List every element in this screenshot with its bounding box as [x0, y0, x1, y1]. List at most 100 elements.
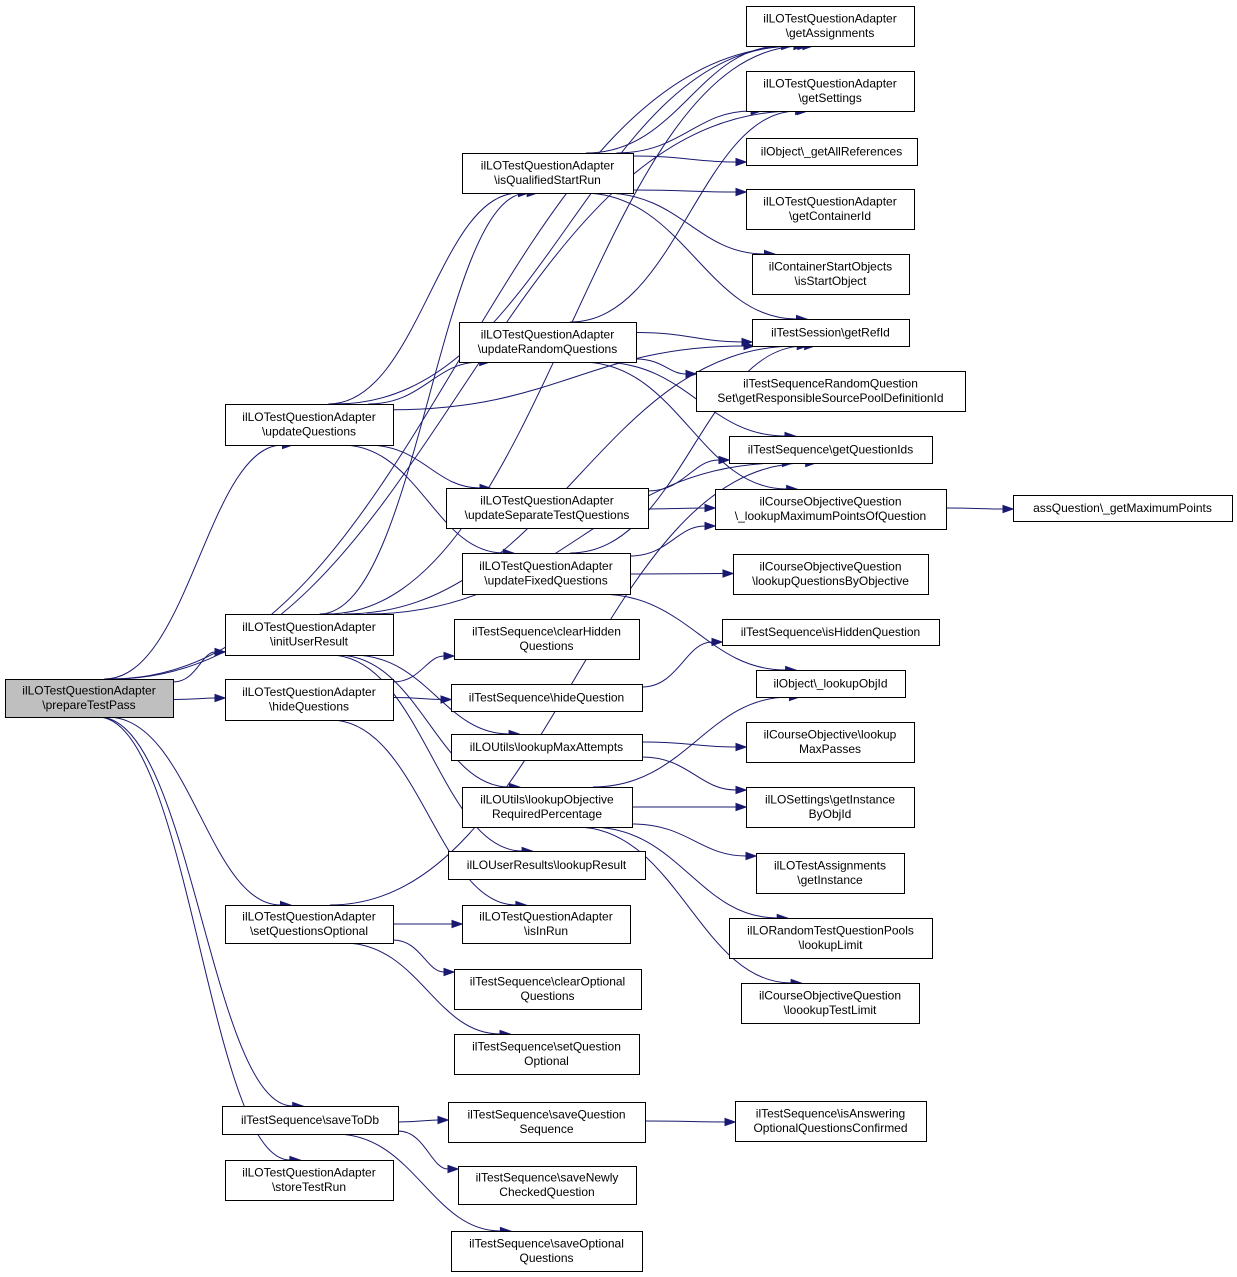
node-label-line: \hideQuestions: [269, 700, 349, 714]
function-node[interactable]: ilLOTestQuestionAdapter\getAssignments: [746, 6, 915, 47]
function-node[interactable]: ilLOUtils\lookupMaxAttempts: [451, 734, 643, 761]
function-node[interactable]: ilLOUtils\lookupObjectiveRequiredPercent…: [462, 787, 633, 828]
edge-line: [629, 525, 706, 557]
node-box: [448, 1102, 646, 1143]
node-label-line: Optional: [524, 1054, 569, 1068]
function-node[interactable]: ilTestSequence\isAnsweringOptionalQuesti…: [735, 1101, 927, 1142]
function-node[interactable]: ilContainerStartObjects\isStartObject: [752, 254, 910, 295]
function-node[interactable]: ilLOTestQuestionAdapter\updateRandomQues…: [459, 322, 637, 363]
function-node[interactable]: ilTestSequence\getQuestionIds: [729, 436, 933, 464]
node-box: [225, 905, 394, 944]
node-box: [752, 319, 910, 347]
node-label-line: ilTestSequenceRandomQuestion: [743, 377, 918, 391]
edge-line: [172, 651, 216, 683]
node-box: [756, 853, 905, 894]
call-edge-n4-to-n17: [392, 939, 456, 977]
node-label-line: ilCourseObjectiveQuestion: [759, 495, 901, 509]
node-label-line: CheckedQuestion: [499, 1185, 594, 1199]
arrowhead-icon: [735, 157, 748, 167]
function-node[interactable]: ilLOTestQuestionAdapter\initUserResult: [225, 614, 394, 656]
node-box: [746, 6, 915, 47]
function-node[interactable]: ilTestSequence\saveToDb: [222, 1106, 399, 1135]
arrowhead-icon: [735, 187, 748, 197]
function-node[interactable]: ilTestSequence\hideQuestion: [451, 684, 643, 712]
node-label-line: Set\getResponsibleSourcePoolDefinitionId: [717, 391, 943, 405]
node-box: [735, 1101, 927, 1142]
node-box: [225, 1160, 394, 1201]
node-label-line: ilLOUtils\lookupObjective: [480, 793, 614, 807]
edge-line: [330, 719, 516, 906]
function-node[interactable]: ilLOTestQuestionAdapter\isInRun: [462, 905, 631, 944]
node-label-line: ilTestSequence\saveQuestion: [467, 1108, 625, 1122]
function-node[interactable]: ilLOTestQuestionAdapter\storeTestRun: [225, 1160, 394, 1201]
node-label-line: ilLOTestQuestionAdapter: [763, 195, 896, 209]
function-node[interactable]: ilLOTestQuestionAdapter\setQuestionsOpti…: [225, 905, 394, 944]
function-node[interactable]: ilLOTestQuestionAdapter\hideQuestions: [225, 679, 394, 721]
function-node[interactable]: ilLOUserResults\lookupResult: [448, 851, 646, 880]
function-node[interactable]: ilCourseObjectiveQuestion\lookupQuestion…: [733, 554, 929, 595]
function-node[interactable]: ilObject\_getAllReferences: [746, 138, 918, 166]
node-label-line: \updateFixedQuestions: [484, 574, 607, 588]
edge-line: [945, 507, 1004, 510]
node-box: [696, 371, 966, 412]
node-label-line: RequiredPercentage: [492, 807, 602, 821]
node-label-line: \isQualifiedStartRun: [494, 173, 601, 187]
node-label-line: \storeTestRun: [272, 1180, 346, 1194]
node-label-line: ilLOTestQuestionAdapter: [480, 494, 613, 508]
node-label-line: ilTestSequence\clearHidden: [472, 625, 621, 639]
edge-line: [641, 641, 713, 688]
node-label-line: ilLOUtils\lookupMaxAttempts: [470, 740, 623, 754]
node-box: [733, 554, 929, 595]
function-node[interactable]: ilTestSequenceRandomQuestionSet\getRespo…: [696, 371, 966, 412]
function-node[interactable]: ilLOTestQuestionAdapter\getContainerId: [746, 189, 915, 230]
arrowhead-icon: [685, 369, 698, 379]
edge-line: [629, 573, 724, 575]
node-label-line: ilLOTestQuestionAdapter: [479, 559, 612, 573]
function-node[interactable]: ilLOTestQuestionAdapter\isQualifiedStart…: [462, 153, 634, 194]
node-label-line: \prepareTestPass: [42, 698, 135, 712]
function-node[interactable]: ilLOTestQuestionAdapter\updateQuestions: [225, 404, 394, 446]
call-edge-n10-to-n30: [629, 521, 717, 557]
edge-line: [570, 345, 805, 554]
function-node[interactable]: ilLOTestQuestionAdapter\getSettings: [746, 71, 915, 112]
function-node[interactable]: ilLOTestQuestionAdapter\updateSeparateTe…: [446, 488, 649, 529]
edge-line: [112, 110, 796, 680]
node-box: [451, 684, 643, 712]
node-box: [741, 983, 920, 1024]
root-function-node[interactable]: ilLOTestQuestionAdapter\prepareTestPass: [5, 679, 174, 718]
node-label-line: ilLOUserResults\lookupResult: [467, 858, 627, 872]
function-node[interactable]: ilTestSession\getRefId: [752, 319, 910, 347]
edge-line: [616, 110, 752, 154]
function-node[interactable]: ilLORandomTestQuestionPools\lookupLimit: [729, 918, 933, 959]
function-node[interactable]: ilTestSequence\isHiddenQuestion: [722, 619, 940, 646]
function-node[interactable]: ilCourseObjectiveQuestion\_lookupMaximum…: [715, 489, 947, 530]
edge-line: [635, 358, 687, 375]
edge-line: [97, 716, 290, 1161]
node-label-line: ilTestSequence\getQuestionIds: [748, 442, 913, 456]
edge-line: [335, 45, 794, 405]
node-label-line: ilLORandomTestQuestionPools: [747, 924, 914, 938]
call-edge-n7-to-n24: [632, 155, 748, 167]
function-node[interactable]: ilLOTestQuestionAdapter\updateFixedQuest…: [462, 553, 631, 595]
function-node[interactable]: ilObject\_lookupObjId: [756, 670, 906, 698]
function-node[interactable]: assQuestion\_getMaximumPoints: [1013, 495, 1233, 522]
node-label-line: ilTestSequence\isHiddenQuestion: [741, 625, 920, 639]
function-node[interactable]: ilCourseObjectiveQuestion\loookupTestLim…: [741, 983, 920, 1024]
node-box: [1013, 495, 1233, 522]
node-label-line: \lookupQuestionsByObjective: [752, 574, 909, 588]
node-label-line: ilTestSequence\saveOptional: [469, 1237, 624, 1251]
edge-line: [585, 45, 782, 154]
edge-line: [397, 1130, 449, 1170]
arrowhead-icon: [443, 967, 456, 977]
function-node[interactable]: ilLOTestAssignments\getInstance: [756, 853, 905, 894]
node-label-line: \updateSeparateTestQuestions: [465, 508, 630, 522]
node-label-line: ByObjId: [809, 807, 852, 821]
